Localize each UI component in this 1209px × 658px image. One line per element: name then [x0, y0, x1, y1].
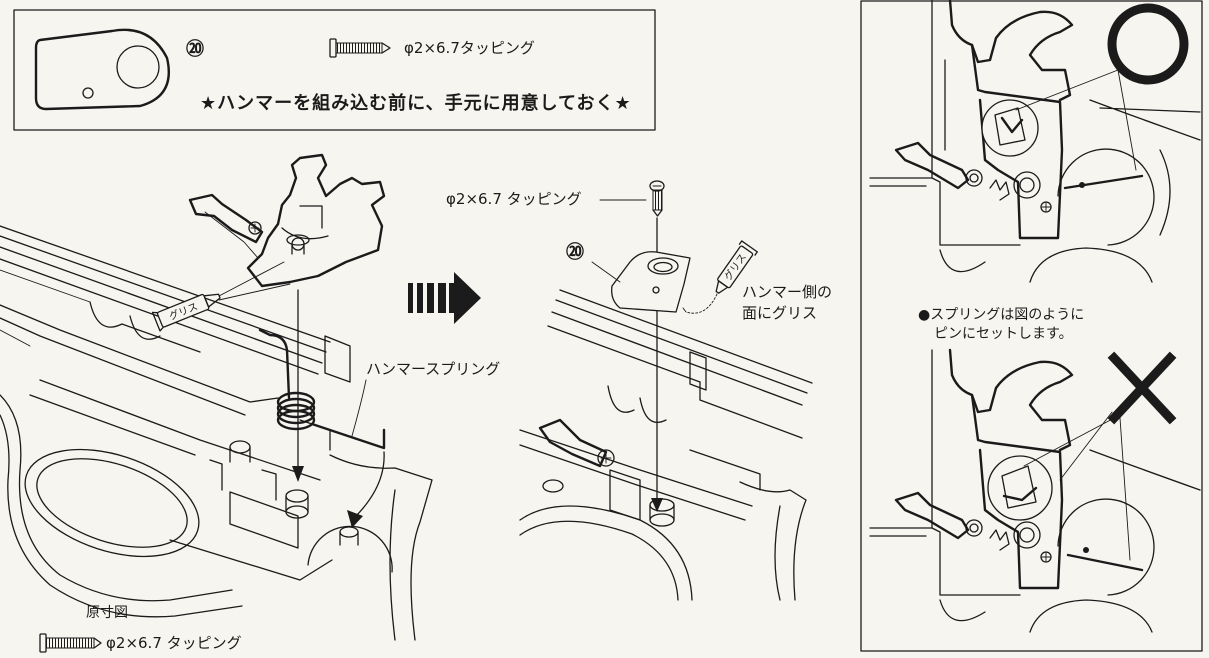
mechanism-drawing — [869, 348, 1201, 633]
spring-note-line-1: ●スプリングは図のように — [918, 307, 1085, 323]
part-number-label: ⑳ — [186, 39, 204, 60]
spring-check-panel — [860, 0, 1203, 652]
grease-note-line-2: 面にグリス — [742, 304, 818, 322]
incorrect-cross-mark-icon — [1023, 351, 1177, 561]
hammer-spring — [258, 328, 386, 450]
hammer-plate-part — [591, 217, 691, 512]
hammer-plate-part-icon — [34, 28, 170, 111]
correct-spring-illustration — [869, 0, 1201, 283]
frame-left-illustration — [0, 225, 433, 641]
parts-box — [13, 9, 656, 131]
actual-size-screw-icon — [39, 633, 102, 653]
mechanism-drawing — [869, 0, 1201, 283]
screw-spec-label: φ2×6.7 タッピング — [446, 190, 582, 208]
screw-spec-label: φ2×6.7タッピング — [404, 39, 535, 57]
spring-note-line-2: ピンにセットします。 — [934, 326, 1073, 342]
actual-size-screw-label: φ2×6.7 タッピング — [106, 634, 242, 652]
incorrect-spring-illustration — [869, 348, 1201, 633]
tapping-screw-icon — [329, 38, 391, 58]
grease-tube-icon: グリス — [682, 240, 758, 314]
part-number-label: ⑳ — [566, 242, 584, 263]
frame-right-illustration — [519, 289, 813, 601]
tapping-screw-part — [599, 180, 665, 217]
grease-note-line-1: ハンマー側の — [742, 283, 833, 301]
assembly-arrows-left — [292, 289, 385, 528]
hammer-part — [188, 153, 386, 288]
next-step-arrow-icon — [408, 272, 481, 324]
actual-size-title: 原寸図 — [86, 605, 128, 621]
preparation-note: ★ハンマーを組み込む前に、手元に用意しておく★ — [200, 93, 632, 114]
hammer-spring-label: ハンマースプリング — [366, 360, 501, 378]
correct-circle-mark-icon — [1015, 3, 1189, 171]
